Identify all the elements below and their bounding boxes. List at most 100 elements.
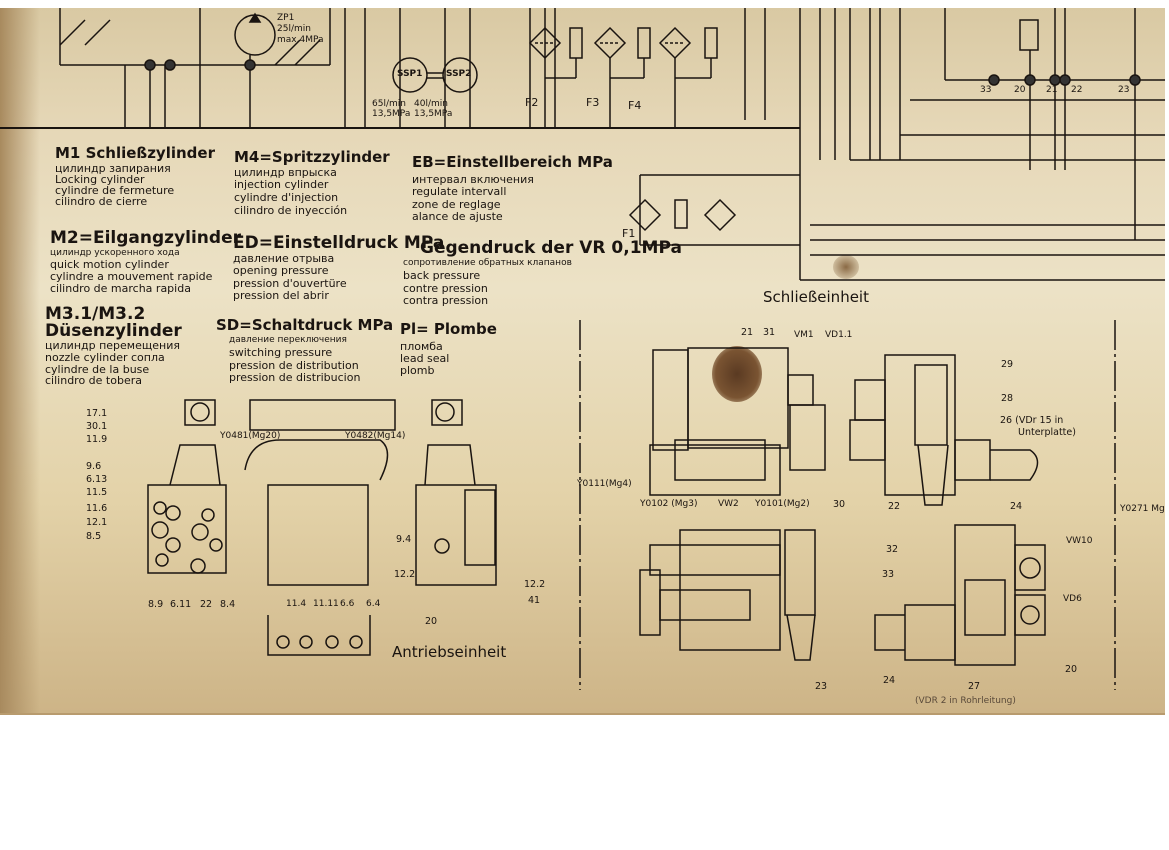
legend-line: цилиндр перемещения	[45, 339, 180, 352]
legend-line: nozzle cylinder сопла	[45, 351, 165, 364]
filter-f3	[593, 26, 651, 128]
schliesseinheit-title: Schließeinheit	[763, 288, 869, 306]
legend-line: cylindre de fermeture	[55, 184, 175, 197]
callout: 11.5	[86, 487, 108, 498]
legend-line: opening pressure	[233, 264, 329, 277]
legend-title: M1 Schließzylinder	[55, 144, 215, 162]
callout: 6.11	[170, 599, 192, 610]
filter-f4	[658, 26, 718, 128]
legend-line: cilindro de inyección	[234, 204, 348, 217]
legend-line: pression del abrir	[233, 289, 329, 302]
port-label: 33	[980, 85, 992, 95]
filter-f2	[528, 26, 583, 79]
scanned-drawing-sheet	[0, 8, 1165, 715]
callout: VD1.1	[825, 330, 853, 340]
legend-title-line2: Düsenzylinder	[45, 321, 182, 341]
legend-line: cilindro de cierre	[55, 195, 148, 208]
pump-ssp2-name: SSP2	[446, 69, 472, 79]
legend-line: lead seal	[400, 352, 450, 365]
callout: 11.4	[286, 599, 307, 609]
callout: Y0101(Mg2)	[755, 499, 810, 509]
legend-title: M3.1/M3.2	[45, 304, 146, 324]
pump-ssp1-pressure: 13,5MPa	[372, 109, 411, 119]
callout: 11.6	[86, 503, 108, 514]
callout: 32	[886, 544, 899, 555]
legend-line: цилиндр запирания	[55, 162, 171, 175]
legend-line: switching pressure	[229, 346, 333, 359]
filter-label: F2	[525, 96, 539, 109]
callout: 23	[815, 681, 828, 692]
legend-line: pression de distribution	[229, 359, 359, 372]
callout: 20	[1065, 664, 1078, 675]
legend-title: Gegendruck der VR 0,1MPa	[420, 238, 682, 258]
antriebseinheit-drawing	[147, 399, 497, 656]
callout: Y0481(Mg20)	[220, 431, 281, 441]
callout: 6.13	[86, 474, 108, 485]
legend-title: Pl= Plombe	[400, 320, 497, 338]
legend-line: Locking cylinder	[55, 173, 145, 186]
legend-line: давление переключения	[229, 335, 347, 345]
callout: Y0102 (Mg3)	[640, 499, 698, 509]
legend-line: contre pression	[403, 282, 488, 295]
callout: Y0482(Mg14)	[345, 431, 406, 441]
pump-ssp1-flow: 65l/min	[372, 99, 406, 109]
pump-zp1-flow: 25l/min	[277, 24, 311, 34]
legend-title: M4=Spritzzylinder	[234, 148, 390, 166]
callout: Y0111(Mg4)	[577, 479, 632, 489]
filter-label: F1	[622, 227, 636, 240]
callout: 22	[888, 501, 901, 512]
callout: 29	[1001, 359, 1014, 370]
callout: 30.1	[86, 421, 108, 432]
callout: 12.2	[394, 569, 416, 580]
callout: 24	[883, 675, 896, 686]
callout: 24	[1010, 501, 1023, 512]
pump-zp1-name: ZP1	[277, 13, 295, 23]
legend-line: интервал включения	[412, 173, 534, 186]
port-label: 21	[1046, 85, 1058, 95]
callout: 6.6	[340, 599, 355, 609]
callout: 8.9	[148, 599, 164, 610]
callout: VM1	[794, 330, 814, 340]
callout: Y0271 Mg	[1120, 504, 1165, 514]
legend-line: давление отрыва	[233, 252, 335, 265]
callout-note: (VDR 2 in Rohrleitung)	[915, 696, 1016, 706]
callout: VW10	[1066, 536, 1093, 546]
stain	[833, 255, 859, 279]
legend-line: cylindre a mouvement rapide	[50, 270, 213, 283]
pump-ssp1-name: SSP1	[397, 69, 423, 79]
antriebseinheit-title: Antriebseinheit	[392, 643, 507, 661]
filter-label: F3	[586, 96, 600, 109]
callout: VW2	[718, 499, 739, 509]
legend-line: contra pression	[403, 294, 489, 307]
callout: 28	[1001, 393, 1014, 404]
callout: 12.1	[86, 517, 108, 528]
legend-title: SD=Schaltdruck MPa	[216, 316, 394, 334]
legend-line: injection cylinder	[234, 178, 329, 191]
callout: 21	[741, 327, 754, 338]
callout: 30	[833, 499, 846, 510]
callout: 41	[528, 595, 541, 606]
legend-line: plomb	[400, 364, 435, 377]
schliesseinheit-drawing	[639, 347, 1046, 666]
legend-line: zone de reglage	[412, 198, 501, 211]
legend-line: пломба	[400, 340, 443, 353]
callout: 11.9	[86, 434, 108, 445]
callout: Unterplatte)	[1018, 427, 1076, 438]
callout: 22	[200, 599, 213, 610]
legend-line: цилиндр впрыска	[234, 166, 337, 179]
callout: VD6	[1063, 594, 1082, 604]
legend-line: cylindre de la buse	[45, 363, 150, 376]
legend-line: cilindro de marcha rapida	[50, 282, 191, 295]
legend-line: quick motion cylinder	[50, 258, 169, 271]
port-label: 20	[1014, 85, 1026, 95]
legend-title: ED=Einstelldruck MPa	[233, 233, 445, 253]
callout: 11.11	[313, 599, 339, 609]
legend-line: back pressure	[403, 269, 481, 282]
port-label: 23	[1118, 85, 1130, 95]
legend-line: cylindre d'injection	[234, 191, 339, 204]
legend-line: pression d'ouvertüre	[233, 277, 347, 290]
callout: 6.4	[366, 599, 381, 609]
legend-line: цилиндр ускоренного хода	[50, 248, 180, 258]
pump-zp1-pressure: max.4MPa	[277, 35, 324, 45]
